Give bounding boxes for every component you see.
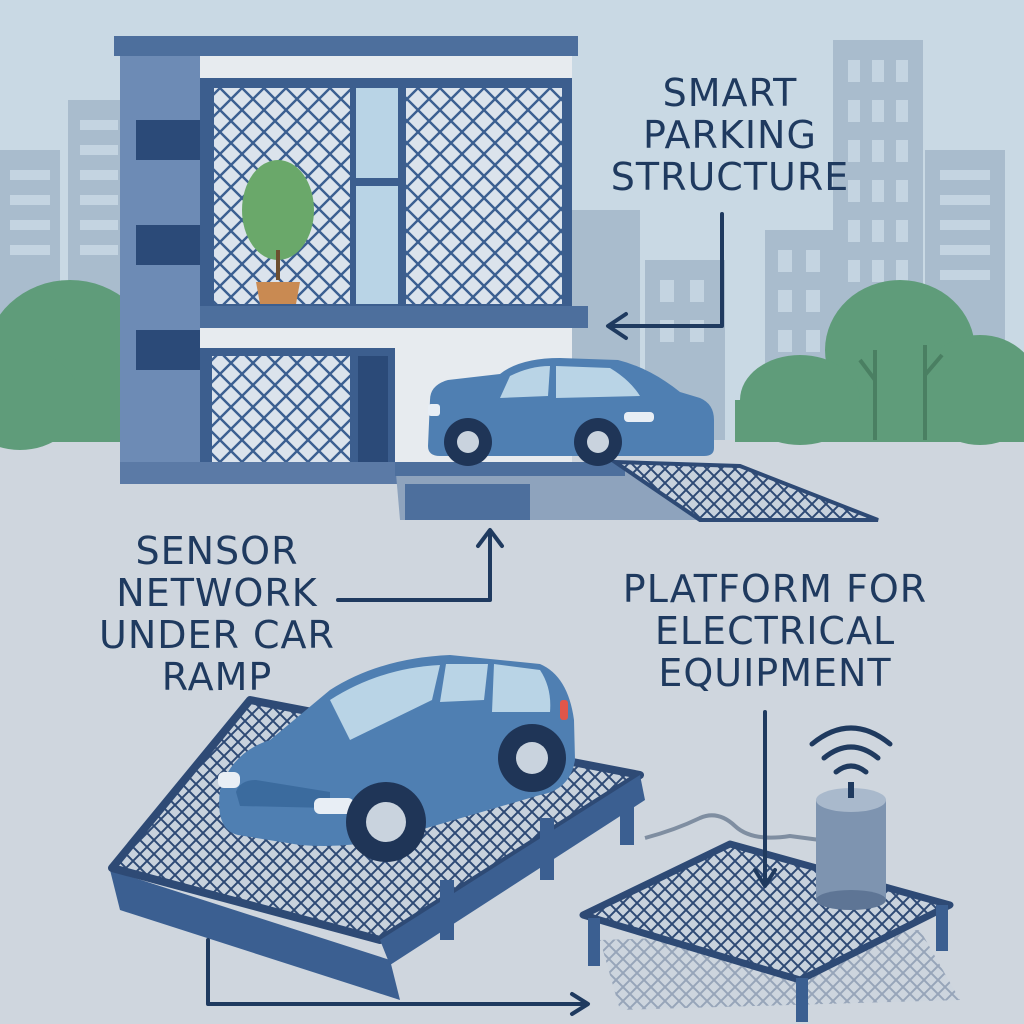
skyline-windows (10, 60, 990, 352)
label-line: PARKING (643, 113, 817, 157)
lower-car (218, 655, 575, 862)
smart-parking-structure-label: SMART PARKING STRUCTURE (600, 72, 860, 198)
electrical-equipment (816, 782, 886, 910)
potted-plant (242, 160, 314, 304)
arrow-icon (206, 212, 777, 1016)
upper-car (428, 358, 714, 466)
arrow-bottom-head (570, 992, 590, 1016)
parking-building (114, 36, 588, 484)
arrow-to-platform-head (753, 868, 777, 888)
label-line: RAMP (161, 655, 273, 699)
sensor-network-label: SENSOR NETWORK UNDER CAR RAMP (92, 530, 342, 698)
label-line: STRUCTURE (610, 155, 850, 199)
arrow-bottom (206, 938, 588, 1006)
label-line: ELECTRICAL (654, 609, 896, 653)
arrow-to-building-head (606, 312, 628, 340)
arrow-to-upper-ramp (336, 530, 492, 602)
arrow-to-building (608, 212, 724, 328)
platform-label: PLATFORM FOR ELECTRICAL EQUIPMENT (610, 568, 940, 694)
arrow-to-upper-ramp-head (476, 528, 504, 548)
label-line: PLATFORM FOR (622, 567, 928, 611)
label-line: UNDER CAR (99, 613, 335, 657)
trees-right (735, 280, 1024, 445)
label-line: NETWORK (116, 571, 318, 615)
wifi-signal-icon (809, 725, 893, 775)
trees-left (0, 280, 155, 450)
upper-ramp (395, 459, 880, 522)
label-line: EQUIPMENT (658, 651, 892, 695)
label-line: SENSOR (135, 529, 299, 573)
label-line: SMART (662, 71, 798, 115)
equipment-platform (579, 840, 954, 1022)
